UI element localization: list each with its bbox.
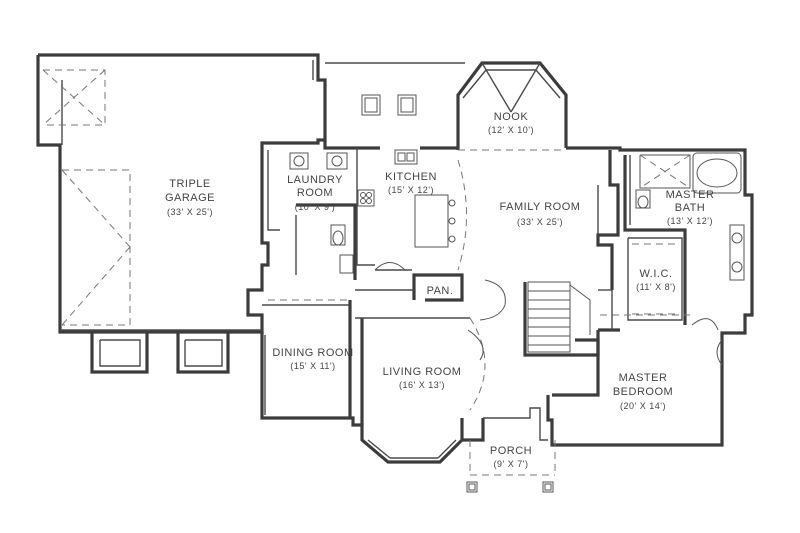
kitchen: KITCHEN (15' X 12') <box>356 148 467 271</box>
house-exterior-walls <box>260 140 754 464</box>
garage-name-line2: GARAGE <box>165 192 215 204</box>
garage-walls <box>36 53 327 334</box>
master-bedroom-name-line2: BEDROOM <box>613 386 673 398</box>
nook-dimensions: (12' X 10') <box>488 125 534 135</box>
laundry-name-line1: LAUNDRY <box>287 174 343 186</box>
living-room-dimensions: (16' X 13') <box>399 380 445 390</box>
kitchen-dimensions: (15' X 12') <box>388 185 434 195</box>
master-bedroom: MASTER BEDROOM (20' X 14') <box>552 314 723 411</box>
porch-dimensions: (9' X 7') <box>494 459 529 469</box>
master-bath: MASTER BATH (13' X 12') <box>623 152 745 325</box>
master-bath-dimensions: (13' X 12') <box>667 216 713 226</box>
wic-dimensions: (11' X 8') <box>636 282 676 292</box>
family-room: FAMILY ROOM (33' X 25') <box>500 150 620 290</box>
wic-name: W.I.C. <box>640 268 673 280</box>
laundry-dimensions: (10' X 9') <box>295 202 335 212</box>
laundry-sink <box>339 254 354 274</box>
family-room-name: FAMILY ROOM <box>500 201 581 213</box>
staircase <box>523 281 600 357</box>
garage-front-pillars <box>90 333 230 374</box>
kitchen-island <box>414 194 449 248</box>
nook-name: NOOK <box>494 111 529 123</box>
family-room-dimensions: (33' X 25') <box>517 217 563 227</box>
garage-dimensions: (33' X 25') <box>167 207 213 217</box>
kitchen-name: KITCHEN <box>385 171 437 183</box>
porch-name: PORCH <box>490 445 532 457</box>
living-room-name: LIVING ROOM <box>383 366 462 378</box>
pantry: PAN. <box>412 273 464 302</box>
pantry-name: PAN. <box>427 285 454 297</box>
cooktop <box>357 189 375 207</box>
garage-name-line1: TRIPLE <box>169 178 211 190</box>
dining-room-dimensions: (15' X 11') <box>290 361 335 371</box>
master-bedroom-name-line1: MASTER <box>619 372 668 384</box>
laundry-room: LAUNDRY ROOM (10' X 9') <box>267 150 357 280</box>
laundry-name-line2: ROOM <box>297 187 333 199</box>
dining-room-name: DINING ROOM <box>272 347 353 359</box>
dining-room: DINING ROOM (15' X 11') <box>262 299 353 418</box>
master-bedroom-dimensions: (20' X 14') <box>620 401 666 411</box>
porch: PORCH (9' X 7') <box>462 407 556 493</box>
rear-patio <box>325 62 465 116</box>
walk-in-closet: W.I.C. (11' X 8') <box>627 237 683 321</box>
living-room: LIVING ROOM (16' X 13') <box>355 279 506 425</box>
nook-bay: NOOK (12' X 10') <box>456 61 568 151</box>
garage-label: TRIPLE GARAGE (33' X 25') <box>165 178 215 217</box>
master-bath-name-line1: MASTER <box>666 189 715 201</box>
master-bath-name-line2: BATH <box>675 202 706 214</box>
garage-doors-dashed <box>42 69 131 326</box>
interior-partitions <box>355 262 613 330</box>
